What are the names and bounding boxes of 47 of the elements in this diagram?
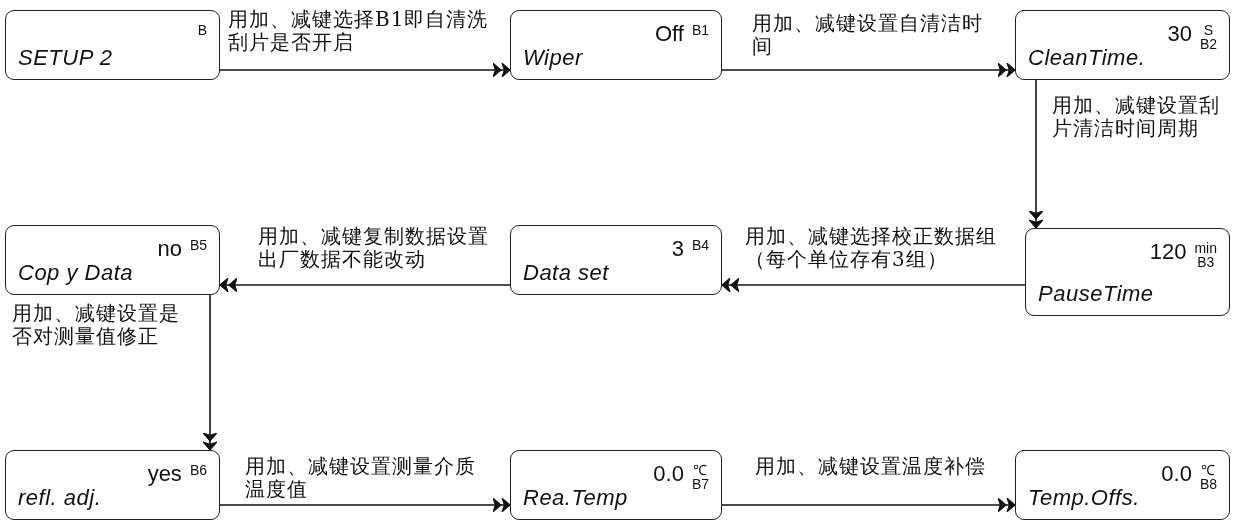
- parameter-code: B: [197, 23, 207, 37]
- edge-label: 用加、减键选择B1即自清洗刮片是否开启: [228, 8, 490, 54]
- parameter-code: B1: [691, 23, 709, 37]
- unit-label: ℃: [693, 463, 708, 477]
- edge-label: 用加、减键选择校正数据组（每个单位存有3组）: [745, 225, 998, 271]
- display-box: [5, 10, 220, 80]
- parameter-value: Off: [654, 21, 684, 47]
- display-box: [510, 225, 722, 295]
- parameter-name: Wiper: [523, 45, 583, 71]
- display-box: [1015, 450, 1230, 520]
- parameter-code: B7: [691, 477, 709, 491]
- edge-label: 用加、减键复制数据设置出厂数据不能改动: [258, 225, 490, 271]
- display-box: [510, 450, 722, 520]
- parameter-code: B2: [1199, 37, 1217, 51]
- parameter-name: Temp.Offs.: [1028, 485, 1140, 511]
- parameter-value: 0.0: [1161, 461, 1192, 487]
- parameter-code: B4: [691, 238, 709, 252]
- display-box: [5, 450, 220, 520]
- display-box: [1015, 10, 1230, 80]
- display-box: [510, 10, 722, 80]
- parameter-name: SETUP 2: [18, 45, 113, 71]
- parameter-value: yes: [147, 461, 182, 487]
- parameter-name: Data set: [523, 260, 609, 286]
- parameter-name: CleanTime.: [1028, 45, 1146, 71]
- edge-label: 用加、减键设置测量介质温度值: [245, 455, 477, 501]
- edge-label: 用加、减键设置自清洁时间: [752, 12, 984, 58]
- parameter-value: 3: [671, 236, 684, 262]
- display-box: [5, 225, 220, 295]
- edge-label: 用加、减键设置刮片清洁时间周期: [1052, 94, 1221, 140]
- unit-label: S: [1203, 23, 1214, 37]
- parameter-value: 0.0: [653, 461, 684, 487]
- parameter-name: refl. adj.: [18, 485, 102, 511]
- unit-label: min: [1194, 241, 1217, 255]
- edge-label: 用加、减键设置是否对测量值修正: [12, 302, 181, 348]
- parameter-value: no: [157, 236, 182, 262]
- parameter-code: B6: [189, 463, 207, 477]
- display-box: [1025, 228, 1230, 316]
- parameter-code: B5: [189, 238, 207, 252]
- parameter-name: Rea.Temp: [523, 485, 628, 511]
- unit-label: ℃: [1201, 463, 1216, 477]
- parameter-name: Cop y Data: [18, 260, 134, 286]
- parameter-value: 30: [1167, 21, 1192, 47]
- parameter-code: B8: [1199, 477, 1217, 491]
- edge-label: 用加、减键设置温度补偿: [755, 455, 987, 478]
- parameter-value: 120: [1149, 239, 1187, 265]
- parameter-code: B3: [1197, 255, 1215, 269]
- parameter-name: PauseTime: [1038, 281, 1154, 307]
